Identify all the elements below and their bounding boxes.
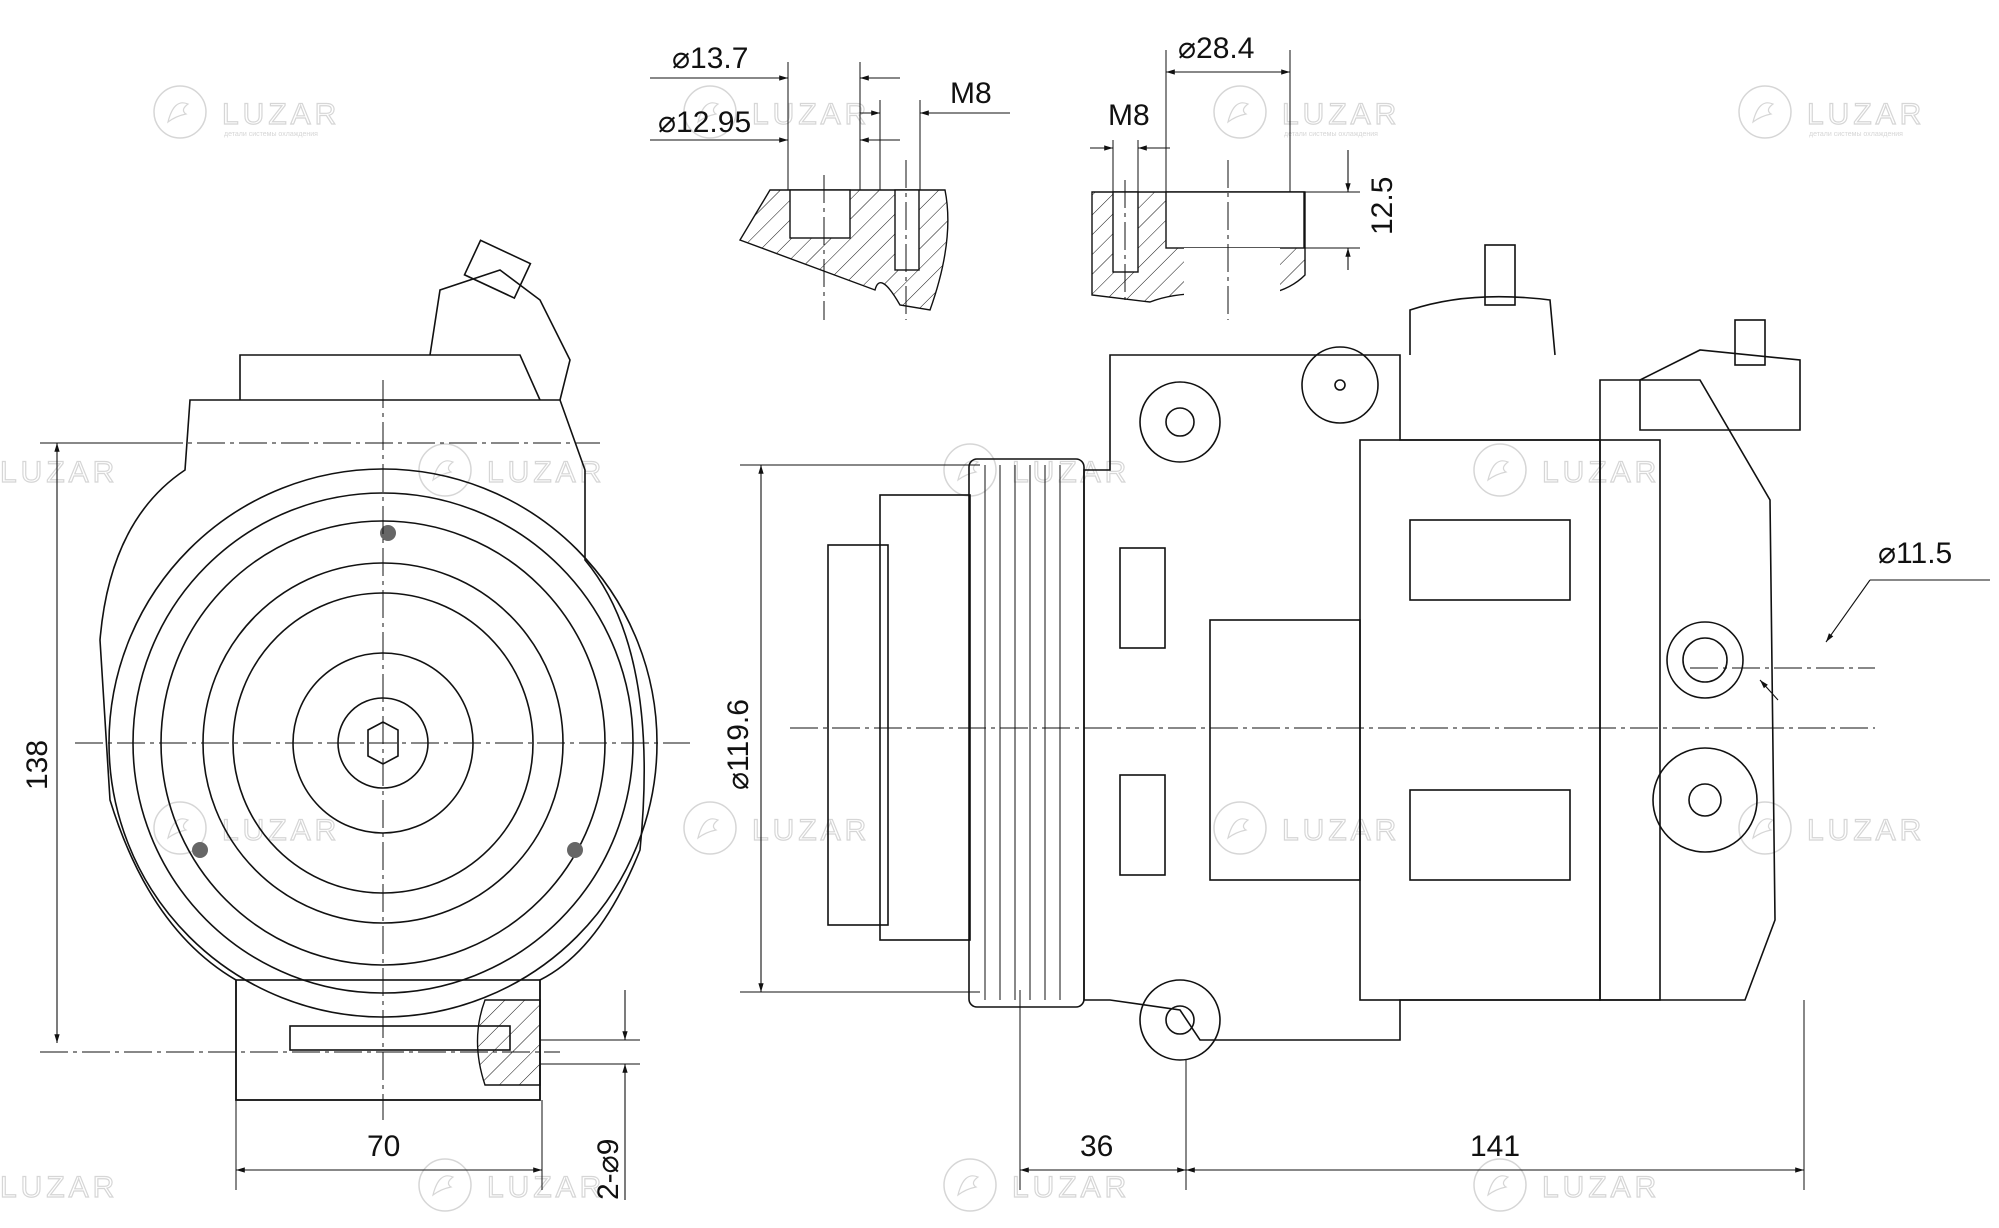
port-detail-left: ⌀13.7 ⌀12.95 M8 (650, 42, 1010, 320)
dim-depth-right: 12.5 (1366, 177, 1399, 235)
watermark-brand: LUZAR (487, 1171, 605, 1204)
dim-mount-holes: 2-⌀9 (592, 1139, 625, 1200)
dim-mount-width: 70 (367, 1130, 400, 1163)
watermark-brand: LUZAR (222, 814, 340, 847)
watermark-brand: LUZAR (1282, 98, 1400, 131)
watermark-brand: LUZAR (1807, 98, 1925, 131)
watermark-brand: LUZAR (1012, 456, 1130, 489)
watermark-brand: LUZAR (0, 456, 118, 489)
watermark-tagline: детали системы охлаждения (1284, 131, 1378, 138)
port-detail-right: ⌀28.4 M8 12.5 (1090, 32, 1399, 320)
dim-height: 138 (21, 740, 54, 790)
dim-mount-hole: ⌀11.5 (1878, 537, 1952, 570)
watermark-brand: LUZAR (1542, 1171, 1660, 1204)
compressor-front-view (40, 239, 690, 1120)
watermark-brand: LUZAR (1807, 814, 1925, 847)
watermark-brand: LUZAR (752, 98, 870, 131)
dimension-lines: 138 70 2-⌀9 ⌀119.6 36 141 ⌀11.5 (21, 442, 1990, 1200)
dim-body-length: 141 (1470, 1130, 1520, 1163)
dim-thread-right: M8 (1108, 99, 1150, 132)
watermark-brand: LUZAR (487, 456, 605, 489)
watermark-brand: LUZAR (1542, 456, 1660, 489)
watermark-brand: LUZAR (1012, 1171, 1130, 1204)
compressor-side-view (790, 244, 1875, 1061)
watermark-logo-icon (153, 85, 207, 139)
watermark-brand: LUZAR (222, 98, 340, 131)
dim-bore-right: ⌀28.4 (1178, 32, 1254, 65)
watermark-brand: LUZAR (0, 1171, 118, 1204)
dim-bore-small: ⌀12.95 (658, 106, 751, 139)
dim-thread-left: M8 (950, 77, 992, 110)
watermark-tagline: детали системы охлаждения (1809, 131, 1903, 138)
watermark-brand: LUZAR (752, 814, 870, 847)
watermark-brand: LUZAR (1282, 814, 1400, 847)
watermark-tagline: детали системы охлаждения (224, 131, 318, 138)
dim-pulley-offset: 36 (1080, 1130, 1113, 1163)
dim-pulley-diameter: ⌀119.6 (722, 699, 755, 790)
dim-bore-large: ⌀13.7 (672, 42, 748, 75)
